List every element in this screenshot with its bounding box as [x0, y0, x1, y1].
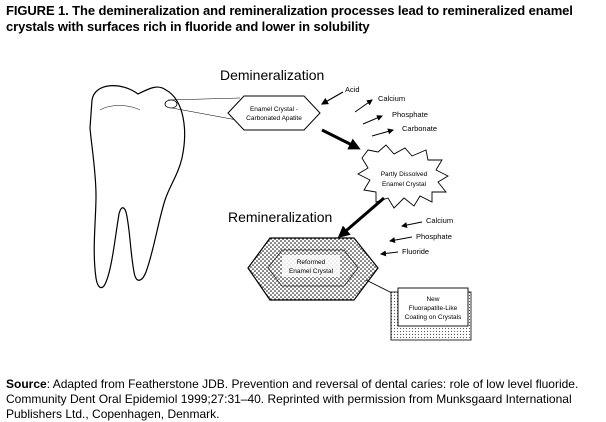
fluorapatite-coating-callout: New Fluorapatite-Like Coating on Crystal…: [390, 287, 472, 341]
demineralization-label: Demineralization: [220, 67, 324, 83]
reformed-label-1: Reformed: [297, 259, 326, 266]
dissolution-arrow: [321, 128, 361, 150]
partly-dissolved-label-1: Partly Dissolved: [381, 171, 428, 178]
fluoride-in-arrow: [380, 250, 399, 257]
tooth-illustration: [89, 85, 186, 289]
partly-dissolved-label-2: Enamel Crystal: [382, 181, 427, 188]
calcium-bottom-label: Calcium: [426, 216, 453, 225]
remineralization-arrow: [337, 196, 385, 238]
calcium-in-arrow: [401, 221, 423, 228]
source-text: : Adapted from Featherstone JDB. Prevent…: [6, 377, 579, 421]
figure-title: FIGURE 1. The demineralization and remin…: [6, 3, 573, 34]
coating-label-3: Coating on Crystals: [405, 314, 462, 321]
coating-label-2: Fluorapatite-Like: [409, 305, 458, 312]
reformed-crystal-hexagon: Reformed Enamel Crystal: [247, 237, 379, 301]
zoom-line-bottom: [171, 107, 238, 121]
zoom-line-top: [167, 97, 241, 101]
coating-label-1: New: [426, 296, 439, 303]
enamel-lesion-spot: [164, 99, 178, 109]
partly-dissolved-crystal: Partly Dissolved Enamel Crystal: [357, 144, 449, 209]
enamel-crystal-label-1: Enamel Crystal -: [250, 106, 298, 113]
remineralization-label: Remineralization: [228, 209, 332, 225]
phosphate-out-arrow: [362, 115, 383, 125]
phosphate-in-arrow: [389, 236, 413, 244]
carbonate-out-arrow: [371, 128, 394, 137]
fluoride-label: Fluoride: [402, 247, 429, 256]
reformed-label-2: Enamel Crystal: [289, 268, 334, 275]
acid-arrow: [320, 91, 344, 105]
enamel-crystal-label-2: Carbonated Apatite: [246, 115, 302, 122]
source-label: Source: [6, 377, 47, 391]
source-citation: Source: Adapted from Featherstone JDB. P…: [6, 377, 602, 422]
carbonate-label: Carbonate: [402, 124, 437, 133]
calcium-top-label: Calcium: [378, 94, 405, 103]
acid-label: Acid: [345, 85, 360, 94]
enamel-crystal-hexagon: Enamel Crystal - Carbonated Apatite: [227, 95, 321, 131]
calcium-out-arrow: [354, 99, 373, 113]
phosphate-bottom-label: Phosphate: [416, 232, 452, 241]
phosphate-top-label: Phosphate: [392, 110, 428, 119]
